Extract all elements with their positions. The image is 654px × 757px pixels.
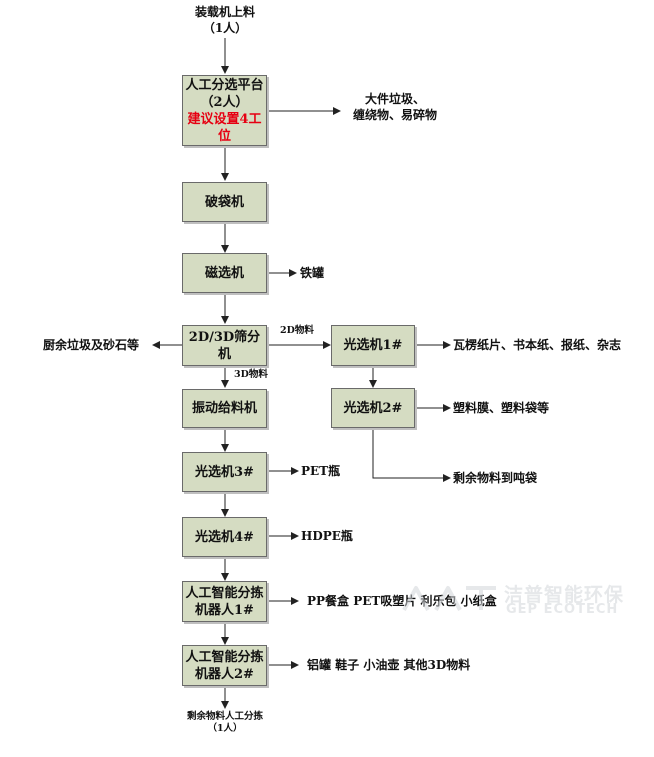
vibrating-feeder-box: 振动给料机 — [182, 389, 267, 428]
optical4-output-label: HDPE瓶 — [301, 529, 353, 543]
optical3-output-label: PET瓶 — [301, 464, 341, 478]
screen-2d3d-box: 2D/3D筛分机 — [182, 325, 267, 366]
robot2-output-label: 铝罐 鞋子 小油壶 其他3D物料 — [307, 658, 471, 672]
edge-label-3d: 3D物料 — [234, 369, 268, 380]
ai-robot-2-box: 人工智能分拣 机器人2# — [182, 645, 267, 686]
start-label: 装载机上料 （1人） — [194, 5, 255, 35]
end-label: 剩余物料人工分拣 （1人） — [186, 711, 263, 734]
remaining-output-label: 剩余物料到吨袋 — [453, 471, 538, 485]
optical-sorter-4-box: 光选机4# — [182, 517, 267, 557]
magnetic-output-label: 铁罐 — [300, 266, 325, 280]
manual-sort-output-label: 大件垃圾、 缠绕物、易碎物 — [352, 92, 437, 122]
bag-breaker-box: 破袋机 — [182, 182, 267, 222]
workstation-note: 建议设置4工位 — [187, 111, 262, 144]
optical2-output-label: 塑料膜、塑料袋等 — [453, 401, 550, 415]
arrow-optical2-remaining — [372, 428, 451, 482]
ai-robot-1-box: 人工智能分拣 机器人1# — [182, 581, 267, 622]
manual-sorting-platform-box: 人工分选平台 （2人） 建议设置4工位 — [182, 75, 267, 146]
optical-sorter-1-box: 光选机1# — [331, 325, 415, 366]
optical-sorter-2-box: 光选机2# — [331, 388, 415, 428]
optical1-output-label: 瓦楞纸片、书本纸、报纸、杂志 — [453, 338, 622, 352]
edge-label-2d: 2D物料 — [280, 325, 314, 336]
optical-sorter-3-box: 光选机3# — [182, 452, 267, 492]
robot1-output-label: PP餐盒 PET吸塑片 利乐包 小纸盒 — [307, 594, 497, 608]
magnetic-separator-box: 磁选机 — [182, 253, 267, 293]
screen-left-output-label: 厨余垃圾及砂石等 — [43, 338, 140, 352]
